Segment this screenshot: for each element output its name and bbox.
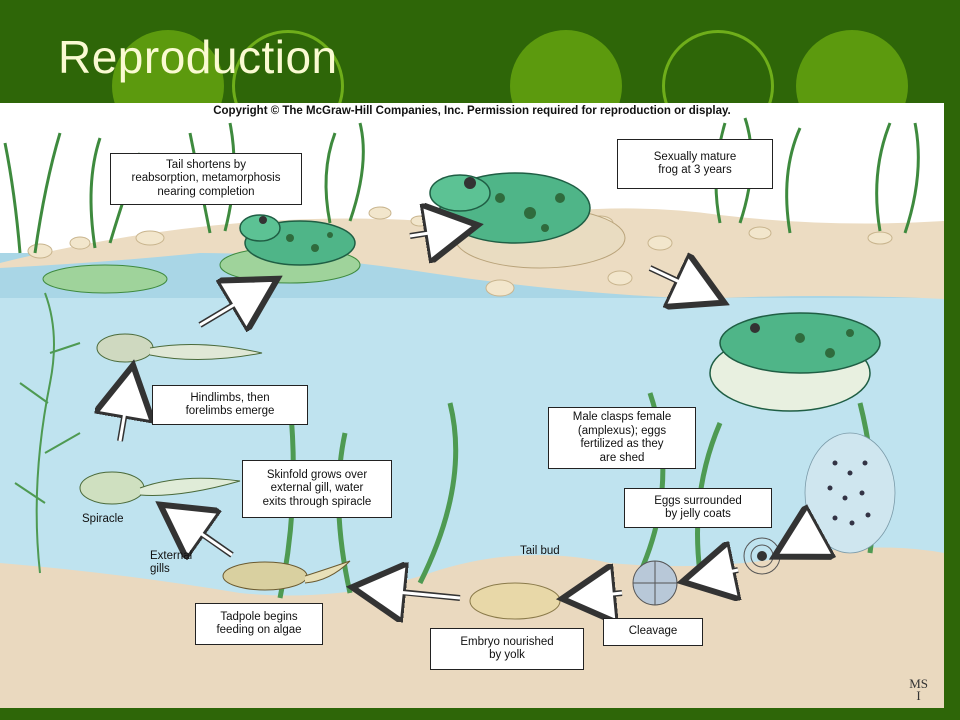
artist-initials: MS I: [909, 676, 928, 703]
cycle-arrows-inner: [118, 227, 739, 600]
label-amplexus: Male clasps female (amplexus); eggs fert…: [548, 407, 696, 469]
slide-title: Reproduction: [58, 31, 338, 83]
frog-life-cycle-figure: Copyright © The McGraw-Hill Companies, I…: [0, 103, 944, 708]
label-tail-shortens: Tail shortens by reabsorption, metamorph…: [110, 153, 302, 205]
label-limbs: Hindlimbs, then forelimbs emerge: [152, 385, 308, 425]
tadpole-spiracle: [79, 471, 241, 505]
callout-spiracle: Spiracle: [82, 513, 124, 525]
label-cleavage: Cleavage: [603, 618, 703, 646]
young-frog: [239, 214, 356, 266]
eggs: [827, 460, 871, 526]
callout-external-gills: External gills: [150, 550, 193, 575]
label-embryo: Embryo nourished by yolk: [430, 628, 584, 670]
label-eggs-jelly: Eggs surrounded by jelly coats: [624, 488, 772, 528]
egg-mass: [804, 432, 896, 554]
cleavage-embryo: [632, 560, 678, 606]
callout-tail-bud: Tail bud: [520, 545, 560, 557]
amplexus-frogs: [709, 312, 881, 412]
label-skinfold: Skinfold grows over external gill, water…: [242, 460, 392, 518]
label-mature-frog: Sexually mature frog at 3 years: [617, 139, 773, 189]
tadpole-limbs: [96, 333, 263, 363]
copyright-notice: Copyright © The McGraw-Hill Companies, I…: [213, 105, 731, 117]
label-tadpole-feeding: Tadpole begins feeding on algae: [195, 603, 323, 645]
water-weed: [14, 292, 81, 574]
lily-pad: [42, 264, 168, 294]
pebbles: [27, 206, 893, 297]
tail-bud-embryo: [469, 582, 561, 620]
